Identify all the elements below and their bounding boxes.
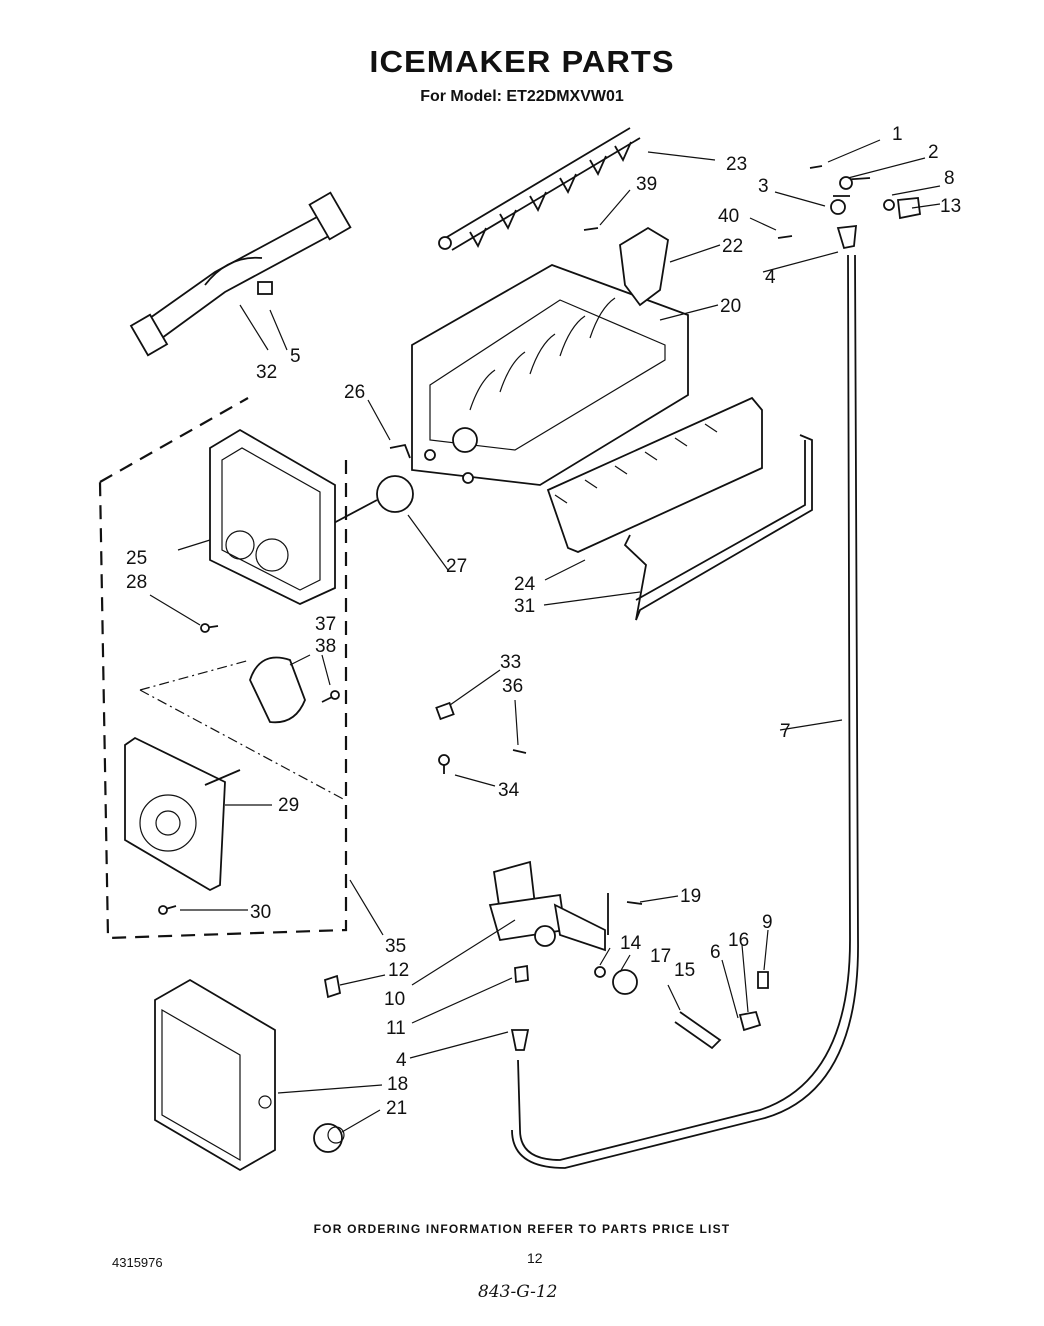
callout-8: 8 — [944, 168, 955, 189]
callout-9: 9 — [762, 912, 773, 933]
callout-14: 14 — [620, 933, 642, 954]
callout-22: 22 — [722, 236, 743, 257]
callout-5: 5 — [290, 346, 301, 367]
callout-33: 33 — [500, 652, 521, 673]
callout-31: 31 — [514, 596, 535, 617]
callout-18: 18 — [387, 1074, 408, 1095]
mold-cover-part — [546, 396, 763, 553]
callout-2: 2 — [928, 142, 939, 163]
callout-21: 21 — [386, 1098, 407, 1119]
page-number: 12 — [527, 1250, 543, 1266]
callout-24: 24 — [514, 574, 536, 595]
motor-part — [139, 656, 346, 801]
callout-13: 13 — [940, 196, 961, 217]
wiring-harness-part — [129, 191, 352, 357]
callout-6: 6 — [710, 942, 721, 963]
inlet-fitting-parts — [830, 176, 921, 250]
document-number: 4315976 — [112, 1255, 163, 1270]
control-plate-part — [124, 736, 241, 892]
callout-1: 1 — [892, 124, 903, 145]
callout-40: 40 — [718, 206, 739, 227]
fill-cup-part — [619, 226, 669, 307]
callout-4-bottom: 4 — [396, 1050, 407, 1071]
callout-3: 3 — [758, 176, 769, 197]
callout-38: 38 — [315, 636, 336, 657]
callout-25: 25 — [126, 548, 147, 569]
valve-fitting-parts — [323, 964, 769, 1051]
handwritten-note: 843-G-12 — [478, 1282, 558, 1302]
callout-32: 32 — [256, 362, 277, 383]
callout-37: 37 — [315, 614, 336, 635]
thermostat-bracket-part — [435, 701, 455, 721]
callout-35: 35 — [385, 936, 406, 957]
callout-28: 28 — [126, 572, 147, 593]
leader-lines — [149, 139, 941, 1133]
callout-labels: 1 2 3 4 4 5 6 7 8 10 11 12 13 14 15 16 1… — [126, 124, 961, 1119]
bail-arm-part — [623, 434, 813, 621]
callout-12: 12 — [388, 960, 409, 981]
ordering-info-note: FOR ORDERING INFORMATION REFER TO PARTS … — [313, 1222, 731, 1236]
callout-26: 26 — [344, 382, 365, 403]
callout-17: 17 — [650, 946, 671, 967]
callout-11: 11 — [386, 1018, 406, 1039]
callout-34: 34 — [498, 780, 520, 801]
callout-16: 16 — [728, 930, 749, 951]
water-valve-part — [488, 860, 609, 952]
page-title: ICEMAKER PARTS — [369, 44, 675, 79]
knob-part — [313, 1123, 345, 1153]
screw-parts — [158, 165, 823, 915]
callout-39: 39 — [636, 174, 657, 195]
callout-27: 27 — [446, 556, 467, 577]
shutoff-arm-part — [329, 475, 414, 526]
ejector-blade-part — [438, 127, 641, 251]
callout-4-top: 4 — [765, 267, 776, 288]
callout-20: 20 — [720, 296, 741, 317]
callout-36: 36 — [502, 676, 523, 697]
callout-29: 29 — [278, 795, 299, 816]
control-housing-part — [209, 428, 336, 605]
model-subtitle: For Model: ET22DMXVW01 — [420, 88, 624, 105]
callout-10: 10 — [384, 989, 405, 1010]
callout-19: 19 — [680, 886, 701, 907]
callout-7: 7 — [780, 721, 791, 742]
callout-30: 30 — [250, 902, 271, 923]
clip-part — [389, 443, 411, 459]
callout-15: 15 — [674, 960, 695, 981]
front-cover-part — [154, 978, 276, 1172]
callout-23: 23 — [726, 154, 747, 175]
control-module-enclosure — [98, 397, 348, 940]
mold-body-part — [411, 264, 689, 486]
water-tube-part — [511, 254, 859, 1169]
